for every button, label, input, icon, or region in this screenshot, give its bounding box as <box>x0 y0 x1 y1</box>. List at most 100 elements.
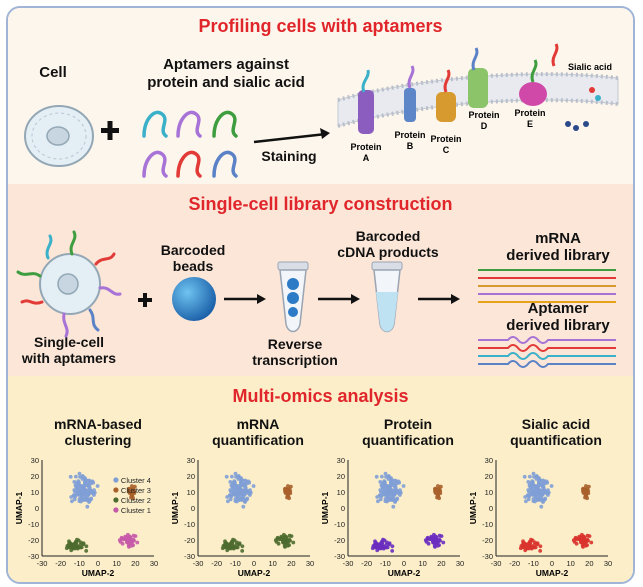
scatter-point <box>135 540 140 545</box>
scatter-point <box>286 484 290 488</box>
scatter-point <box>532 484 537 488</box>
y-tick-label: 10 <box>485 488 493 497</box>
scatter-point <box>531 499 536 503</box>
y-tick-label: -30 <box>184 552 195 561</box>
scatter-point <box>120 541 125 546</box>
y-tick-label: 0 <box>35 504 39 513</box>
scatter-point <box>398 493 402 497</box>
scatter-point <box>130 543 134 548</box>
scatter-point <box>92 493 96 497</box>
scatter-point <box>573 536 578 541</box>
arrow-to-rt <box>224 294 266 304</box>
scatter-point <box>374 474 379 479</box>
scatter-point <box>433 545 437 549</box>
y-tick-label: -20 <box>334 536 345 545</box>
scatter-point <box>393 490 397 495</box>
scatter-point <box>581 545 585 549</box>
scatter-point <box>284 539 289 544</box>
section-title-library: Single-cell library construction <box>188 194 453 214</box>
x-tick-label: 30 <box>306 559 314 568</box>
aptamer-library-lines <box>478 336 616 368</box>
y-axis-label: UMAP-1 <box>170 491 180 524</box>
scatter-point <box>127 534 132 539</box>
scatter-point <box>387 498 392 502</box>
scatter-point <box>529 537 533 542</box>
plus-icon-2 <box>138 293 152 307</box>
scatter-point <box>528 474 532 479</box>
scatter-point <box>223 539 227 544</box>
scatter-point <box>283 545 287 549</box>
scatter-point <box>532 545 537 550</box>
scatter-point <box>128 539 133 544</box>
scatter-point <box>436 484 440 488</box>
y-tick-label: 30 <box>485 456 493 465</box>
protein-d-letter: D <box>481 121 488 131</box>
scatter-point <box>84 544 89 549</box>
y-tick-label: 10 <box>337 488 345 497</box>
scatter-point <box>289 534 294 538</box>
scatter-point <box>532 542 537 547</box>
scatter-point <box>383 499 388 503</box>
y-tick-label: -30 <box>28 552 39 561</box>
scatter-point <box>228 497 233 502</box>
protein-d-label: Protein <box>468 110 499 120</box>
x-tick-label: 10 <box>566 559 574 568</box>
scatter-point <box>525 493 530 498</box>
scatter-point <box>251 484 256 488</box>
protein-c-letter: C <box>443 145 450 155</box>
scatter-point <box>391 504 396 509</box>
y-tick-label: -10 <box>334 520 345 529</box>
x-tick-label: 30 <box>456 559 464 568</box>
reverse-transcription-label: Reverse transcription <box>252 336 338 368</box>
scatter-point <box>224 474 229 479</box>
protein-e-label: Protein <box>514 108 545 118</box>
y-tick-label: 20 <box>485 472 493 481</box>
protein-b-icon <box>404 65 416 122</box>
scatter-point <box>237 498 242 502</box>
scatter-point <box>529 486 534 490</box>
x-axis-label: UMAP-2 <box>536 568 569 578</box>
scatter-point <box>533 488 538 493</box>
scatter-point <box>426 541 431 546</box>
scatter-point <box>392 484 397 489</box>
x-tick-label: -30 <box>491 559 502 568</box>
aptamer-label: Aptamers against protein and sialic acid <box>147 56 305 91</box>
scatter-point <box>581 534 586 539</box>
plot-title-mrna: mRNA quantification <box>212 416 304 448</box>
scatter-point <box>234 542 239 547</box>
y-axis-label: UMAP-1 <box>320 491 330 524</box>
y-tick-label: 30 <box>31 456 39 465</box>
legend-marker <box>113 497 119 503</box>
scatter-point <box>541 478 545 483</box>
scatter-point <box>373 539 377 544</box>
legend-label: Cluster 3 <box>121 486 151 495</box>
scatter-point <box>532 475 536 479</box>
scatter-point <box>69 548 74 553</box>
scatter-point <box>377 493 382 498</box>
scatter-point <box>75 490 80 495</box>
scatter-point <box>75 537 79 542</box>
scatter-point <box>239 480 244 485</box>
x-tick-label: -10 <box>74 559 85 568</box>
x-tick-label: -30 <box>37 559 48 568</box>
staining-label: Staining <box>261 148 317 164</box>
scatter-point <box>380 474 384 479</box>
mrna-library-lines <box>478 269 616 303</box>
y-tick-label: 0 <box>489 504 493 513</box>
scatter-point <box>276 541 281 546</box>
scatter-point <box>522 474 527 479</box>
scatter-point <box>385 488 390 493</box>
scatter-point <box>546 488 550 492</box>
scatter-point <box>234 475 238 479</box>
single-cell-icon <box>16 230 122 338</box>
library-graphics <box>16 230 616 368</box>
y-tick-label: -10 <box>184 520 195 529</box>
cell-label: Cell <box>39 64 67 81</box>
scatter-point <box>241 504 246 509</box>
scatter-point <box>393 478 397 483</box>
scatter-point <box>247 480 252 485</box>
scatter-point <box>78 475 82 479</box>
scatter-point <box>384 545 389 550</box>
rt-tube-icon <box>277 261 309 333</box>
